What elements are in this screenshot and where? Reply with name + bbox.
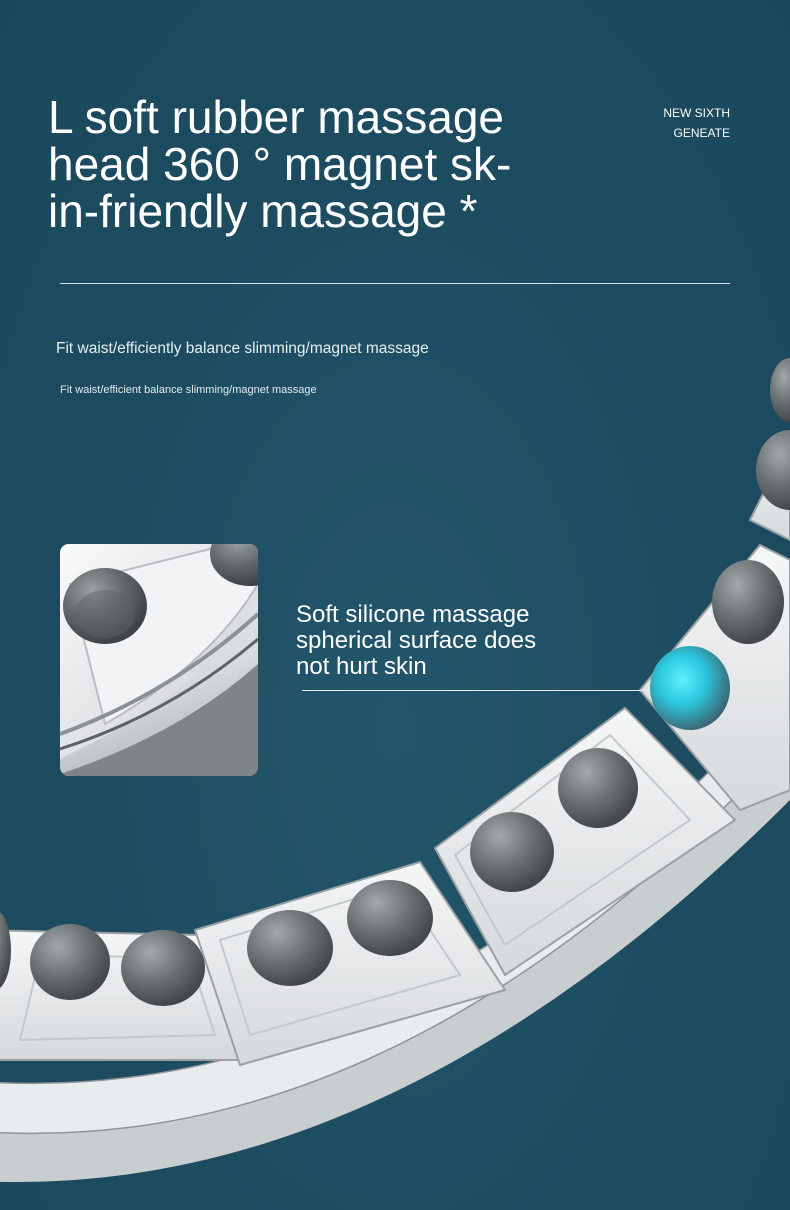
- callout-line-3: not hurt skin: [296, 653, 427, 680]
- callout-line-2: spherical surface does: [296, 627, 537, 654]
- closeup-illustration: [60, 544, 258, 776]
- closeup-photo: [60, 544, 258, 776]
- callout-pointer-line: [302, 690, 642, 691]
- divider: [60, 283, 730, 284]
- badge-line-1: NEW SIXTH: [663, 106, 730, 120]
- page-title: L soft rubber massage head 360 ° magnet …: [48, 94, 568, 235]
- highlighted-ball: [650, 646, 730, 730]
- title-line-2: head 360 ° magnet sk-: [48, 138, 512, 190]
- feature-callout: Soft silicone massage spherical surface …: [296, 602, 536, 680]
- title-line-3: in-friendly massage *: [48, 185, 478, 237]
- generation-badge: NEW SIXTH GENEATE: [663, 103, 730, 143]
- ring-segments: [0, 439, 790, 1067]
- callout-line-1: Soft silicone massage: [296, 601, 530, 628]
- massage-balls: [0, 358, 790, 1006]
- title-line-1: L soft rubber massage: [48, 91, 504, 143]
- badge-line-2: GENEATE: [673, 126, 730, 140]
- subtitle-primary: Fit waist/efficiently balance slimming/m…: [56, 340, 429, 357]
- subtitle-secondary: Fit waist/efficient balance slimming/mag…: [60, 384, 317, 396]
